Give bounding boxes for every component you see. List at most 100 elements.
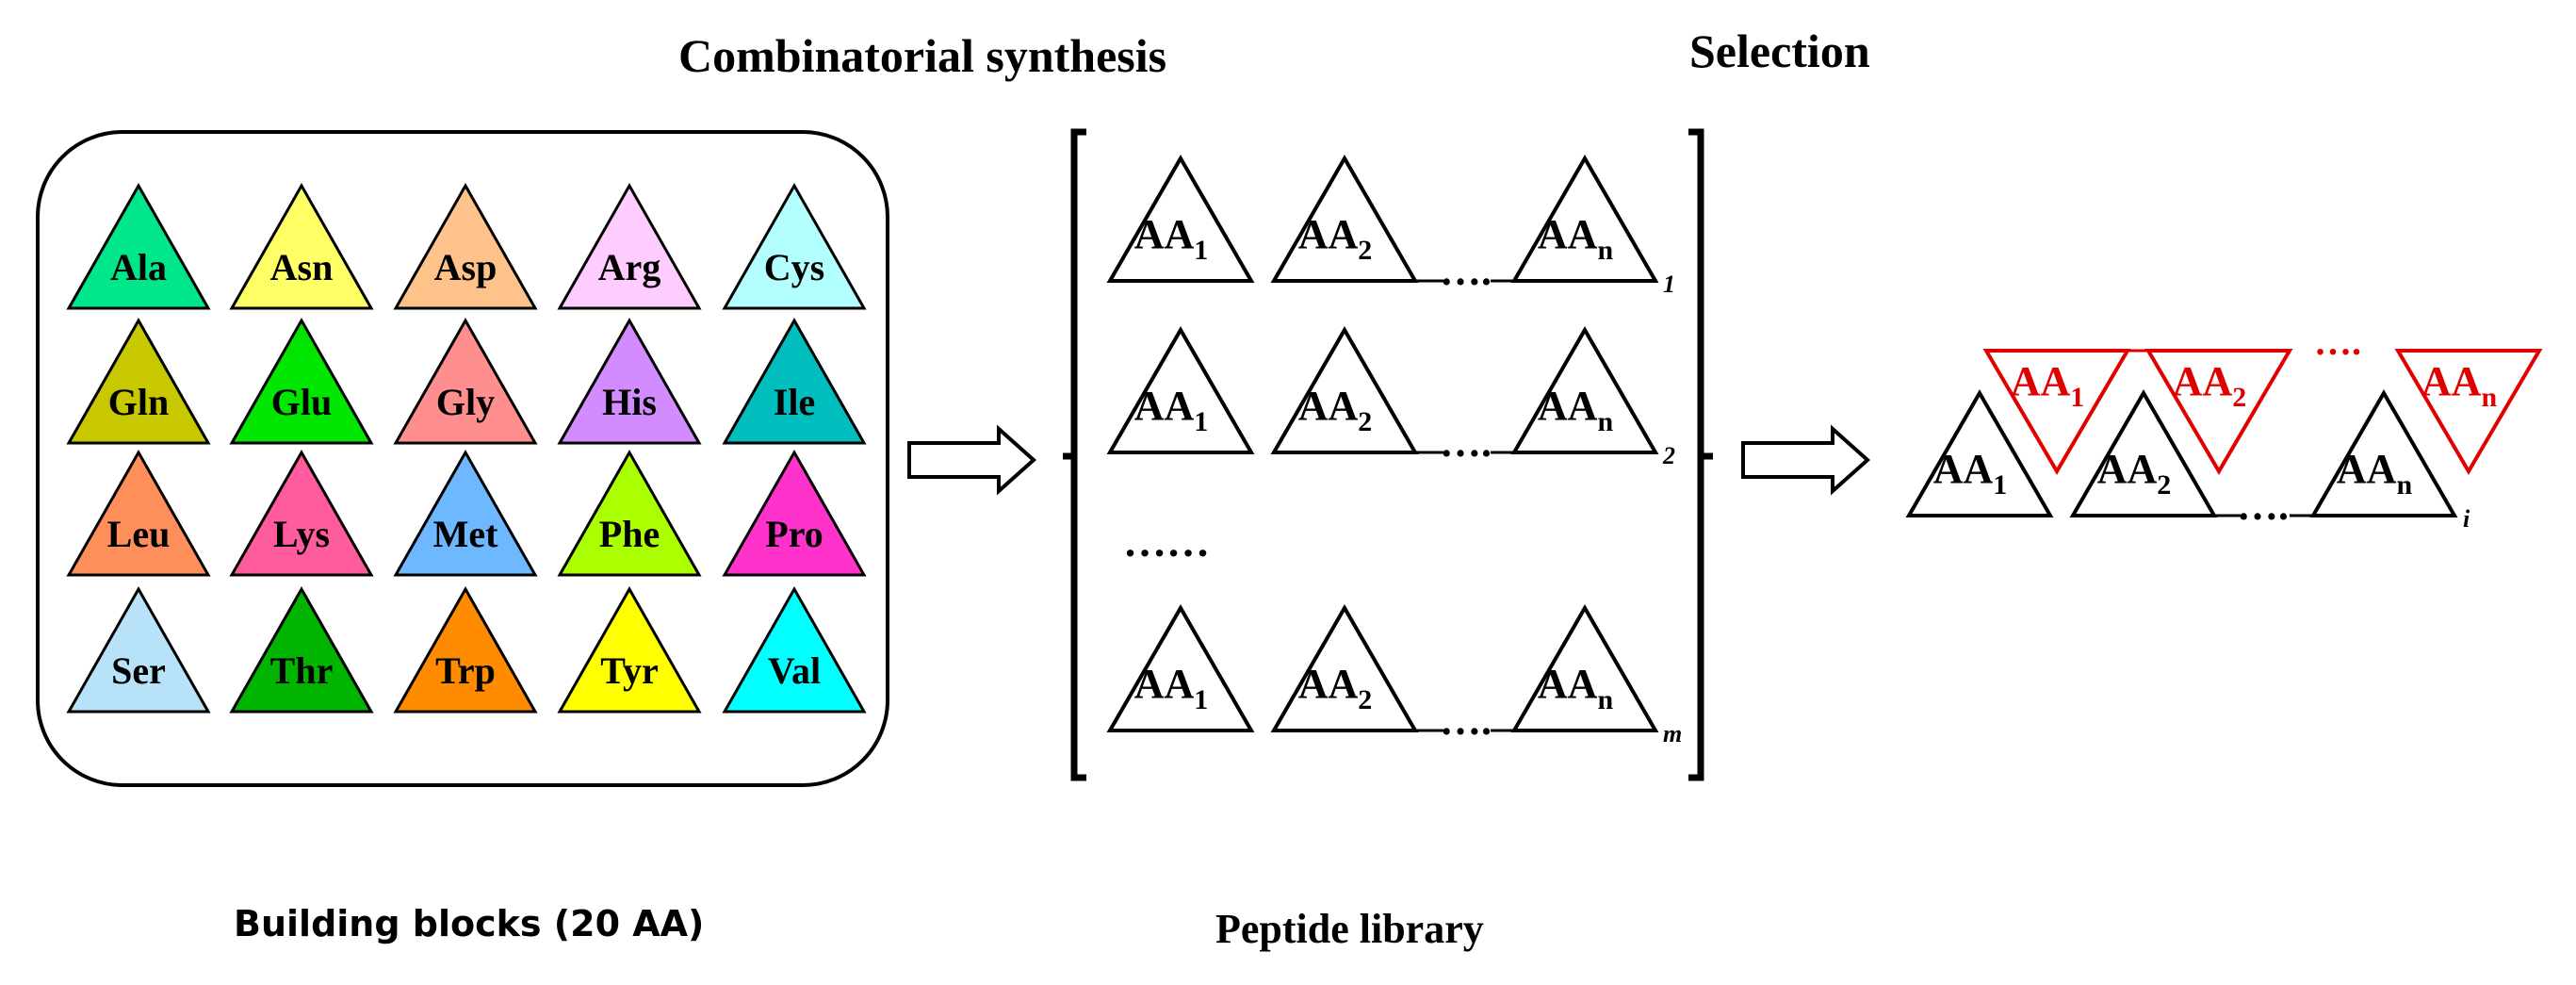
row-index: m xyxy=(1663,720,1682,747)
library-left-bracket xyxy=(1063,128,1086,781)
residue-triangle xyxy=(1982,349,2131,475)
amino-acid-label: Glu xyxy=(271,381,332,423)
amino-acid-phe: Phe xyxy=(557,449,702,577)
amino-acid-ala: Ala xyxy=(66,182,211,310)
amino-acid-arg: Arg xyxy=(557,182,702,310)
residue-triangle xyxy=(1510,603,1659,732)
residue-triangle xyxy=(2394,349,2543,475)
amino-acid-trp: Trp xyxy=(393,585,538,714)
amino-acid-glu: Glu xyxy=(229,317,374,445)
amino-acid-pro: Pro xyxy=(722,449,867,577)
residue-label: AA2 xyxy=(1298,661,1373,715)
amino-acid-label: Asn xyxy=(270,246,334,288)
residue-aa2: AA2 xyxy=(1270,154,1419,283)
amino-acid-label: Gly xyxy=(436,381,495,423)
amino-acid-triangle xyxy=(66,317,211,445)
binding-ellipsis: …. xyxy=(2314,320,2361,363)
residue-triangle xyxy=(1510,154,1659,283)
residue-label: AA1 xyxy=(1134,661,1209,715)
amino-acid-label: Ser xyxy=(111,649,166,692)
residue-aan: AAn xyxy=(1510,154,1659,283)
amino-acid-label: Leu xyxy=(107,513,171,555)
building-blocks-caption: Building blocks (20 AA) xyxy=(234,903,705,944)
residue-label: AA2 xyxy=(2173,358,2247,413)
chain-ellipsis: …. xyxy=(1440,248,1492,294)
combinatorial-synthesis-title: Combinatorial synthesis xyxy=(678,29,1167,82)
residue-aan: AAn xyxy=(1510,325,1659,454)
binding-residue-aan: AAn xyxy=(2394,349,2543,475)
amino-acid-label: Lys xyxy=(273,513,330,555)
amino-acid-triangle xyxy=(229,585,374,714)
residue-triangle xyxy=(2144,349,2293,475)
amino-acid-triangle xyxy=(66,449,211,577)
amino-acid-label: Val xyxy=(768,649,821,692)
residue-label: AA2 xyxy=(1298,211,1373,266)
amino-acid-triangle xyxy=(229,317,374,445)
amino-acid-thr: Thr xyxy=(229,585,374,714)
amino-acid-label: Phe xyxy=(599,513,660,555)
amino-acid-label: Trp xyxy=(435,649,496,692)
peptide-library-caption: Peptide library xyxy=(1215,906,1484,952)
amino-acid-asn: Asn xyxy=(229,182,374,310)
amino-acid-triangle xyxy=(229,449,374,577)
library-right-bracket xyxy=(1688,128,1713,781)
residue-triangle xyxy=(2069,388,2218,517)
amino-acid-cys: Cys xyxy=(722,182,867,310)
amino-acid-triangle xyxy=(66,182,211,310)
amino-acid-triangle xyxy=(722,585,867,714)
residue-aa2: AA2 xyxy=(1270,603,1419,732)
residue-triangle xyxy=(1270,603,1419,732)
amino-acid-gly: Gly xyxy=(393,317,538,445)
selected-index: i xyxy=(2463,505,2470,533)
amino-acid-triangle xyxy=(229,182,374,310)
amino-acid-triangle xyxy=(393,182,538,310)
amino-acid-label: Arg xyxy=(598,246,661,288)
amino-acid-val: Val xyxy=(722,585,867,714)
residue-triangle xyxy=(1270,325,1419,454)
selection-title: Selection xyxy=(1689,25,1870,77)
residue-label: AAn xyxy=(1538,661,1614,715)
residue-aa1: AA1 xyxy=(1106,325,1255,454)
arrow-to-selection xyxy=(1741,424,1871,496)
amino-acid-label: Met xyxy=(433,513,499,555)
residue-triangle xyxy=(1510,325,1659,454)
amino-acid-tyr: Tyr xyxy=(557,585,702,714)
building-blocks-frame xyxy=(36,130,889,787)
residue-aan: AAn xyxy=(1510,603,1659,732)
chain-ellipsis: …. xyxy=(2237,483,2289,529)
residue-triangle xyxy=(1106,603,1255,732)
amino-acid-label: Thr xyxy=(270,649,334,692)
amino-acid-label: Asp xyxy=(434,246,497,288)
residue-triangle xyxy=(1270,154,1419,283)
amino-acid-ser: Ser xyxy=(66,585,211,714)
amino-acid-triangle xyxy=(557,317,702,445)
amino-acid-label: His xyxy=(602,381,657,423)
amino-acid-triangle xyxy=(393,317,538,445)
arrow-to-library xyxy=(907,424,1037,496)
residue-triangle xyxy=(1106,325,1255,454)
amino-acid-label: Cys xyxy=(764,246,824,288)
residue-aa1: AA1 xyxy=(1106,603,1255,732)
residue-label: AA1 xyxy=(1134,211,1209,266)
binding-residue-aa2: AA2 xyxy=(2144,349,2293,475)
residue-triangle xyxy=(1106,154,1255,283)
residue-label: AA1 xyxy=(1134,383,1209,437)
chain-ellipsis: …. xyxy=(1440,419,1492,466)
residue-label: AA2 xyxy=(1298,383,1373,437)
amino-acid-ile: Ile xyxy=(722,317,867,445)
amino-acid-triangle xyxy=(722,317,867,445)
residue-label: AA1 xyxy=(1933,446,2008,501)
amino-acid-label: Pro xyxy=(765,513,823,555)
amino-acid-triangle xyxy=(66,585,211,714)
amino-acid-his: His xyxy=(557,317,702,445)
amino-acid-label: Tyr xyxy=(600,649,658,692)
residue-label: AA1 xyxy=(2011,358,2085,413)
amino-acid-triangle xyxy=(722,182,867,310)
amino-acid-triangle xyxy=(557,449,702,577)
residue-triangle xyxy=(2309,388,2458,517)
